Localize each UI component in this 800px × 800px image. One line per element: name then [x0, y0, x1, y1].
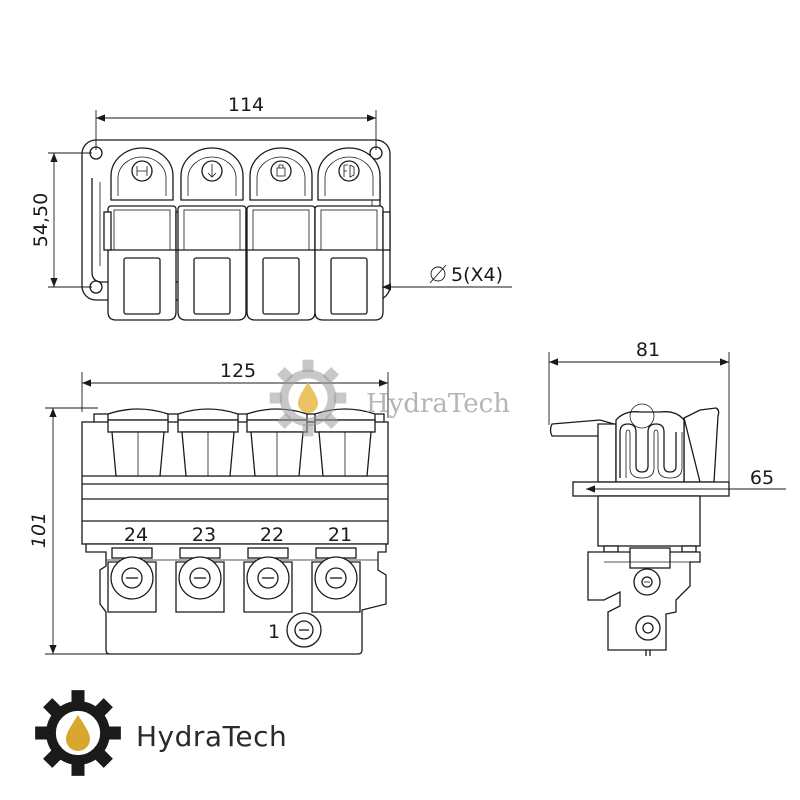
watermark: HydraTech — [269, 359, 510, 437]
dim-top-width: 114 — [228, 94, 264, 116]
lever-section — [314, 147, 391, 321]
neutral-symbol-icon — [131, 160, 153, 182]
front-view: 125 101 24 23 22 21 1 — [28, 360, 389, 655]
port-label: 21 — [328, 524, 352, 546]
watermark-drop-icon — [298, 382, 318, 413]
work-port: 21 — [311, 524, 361, 613]
logo-gear-icon — [35, 690, 121, 776]
logo-drop-icon — [66, 715, 90, 751]
work-port: 24 — [107, 524, 157, 613]
watermark-text: HydraTech — [366, 389, 510, 419]
dim-front-height: 101 — [28, 512, 50, 548]
inlet-port-label: 1 — [268, 621, 280, 643]
dim-top-height: 54,50 — [30, 193, 52, 247]
top-view: 114 54,50 5(X4) — [30, 94, 512, 321]
lever-section — [246, 147, 323, 321]
logo: HydraTech — [35, 690, 287, 776]
lock-symbol-icon — [270, 160, 292, 182]
dim-side-width: 81 — [636, 339, 660, 361]
dim-front-width: 125 — [220, 360, 256, 382]
lever-section — [107, 147, 184, 321]
side-inlet-port — [635, 615, 661, 641]
dim-hole-callout: 5(X4) — [451, 264, 503, 286]
port-label: 24 — [124, 524, 148, 546]
port-label: 23 — [192, 524, 216, 546]
float-symbol-icon — [338, 160, 360, 182]
side-view: 81 65 — [548, 339, 786, 656]
front-lever-cap — [177, 408, 239, 477]
work-port: 23 — [175, 524, 225, 613]
port-label: 22 — [260, 524, 284, 546]
dim-side-flange: 65 — [750, 467, 774, 489]
watermark-gear-icon — [269, 359, 347, 437]
front-lever-cap — [107, 408, 169, 477]
logo-text: HydraTech — [136, 720, 287, 753]
diameter-symbol — [430, 266, 446, 282]
lever-section — [177, 147, 254, 321]
work-port: 22 — [243, 524, 293, 613]
lower-symbol-icon — [201, 160, 223, 182]
